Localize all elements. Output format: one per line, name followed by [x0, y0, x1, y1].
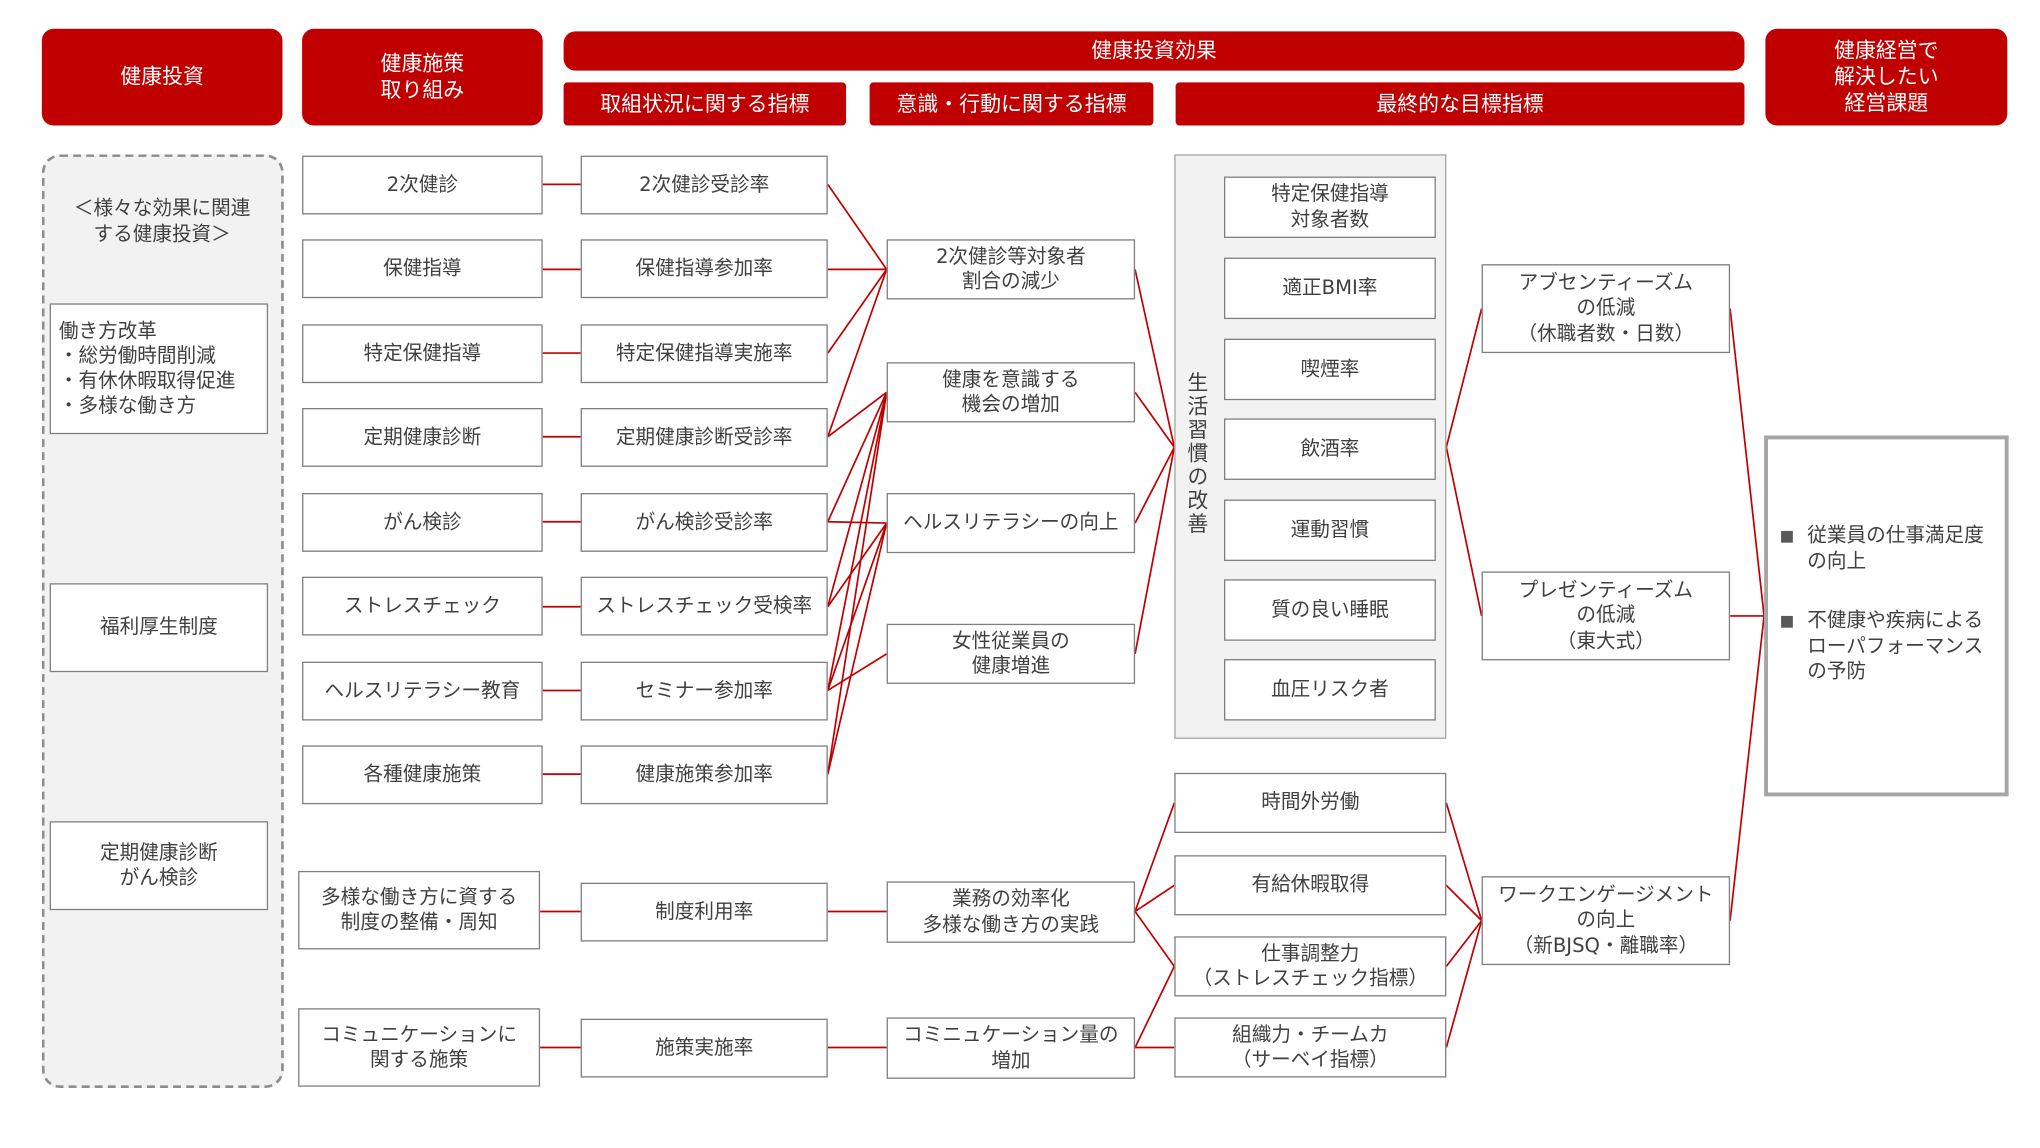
investment-work-style: 働き方改革 ・総労働時間削減 ・有休休暇取得促進 ・多様な働き方: [49, 303, 269, 435]
connector-line: [827, 183, 888, 270]
goal-work-engagement: ワークエンゲージメント の向上 （新BJSQ・離職率）: [1481, 876, 1731, 966]
lifestyle-label: 生活習慣の改善: [1183, 371, 1209, 537]
connector-line: [1445, 802, 1483, 921]
header-awareness-indicators: 意識・行動に関する指標: [869, 82, 1154, 126]
connector-line: [1445, 920, 1483, 967]
connector-line: [827, 520, 887, 524]
header-final-indicators: 最終的な目標指標: [1175, 82, 1745, 126]
connector-line: [1729, 308, 1765, 617]
work-team-strength: 組織力・チームカ （サーベイ指標）: [1174, 1017, 1447, 1078]
connector-line: [826, 522, 888, 775]
measure-health-guidance: 保健指導: [302, 239, 543, 299]
issue-text: 従業員の仕事満足度 の向上: [1807, 523, 1984, 573]
connector-line: [1445, 884, 1483, 922]
measure-specific-health-guidance: 特定保健指導: [302, 324, 543, 384]
management-issues-panel: [1764, 435, 2009, 797]
work-paid-leave: 有給休暇取得: [1174, 855, 1447, 916]
connector-line: [827, 391, 888, 523]
measure-secondary-checkup: 2次健診: [302, 155, 543, 215]
connector-line: [1729, 615, 1765, 921]
measure-health-literacy-education: ヘルスリテラシー教育: [302, 661, 543, 721]
awareness-target-reduction: 2次健診等対象者 割合の減少: [886, 239, 1136, 300]
lifestyle-drinking-rate: 飲酒率: [1224, 418, 1436, 480]
indicator-secondary-checkup-rate: 2次健診受診率: [580, 155, 828, 215]
awareness-female-health: 女性従業員の 健康増進: [886, 623, 1136, 684]
measure-flexible-work-system: 多様な働き方に資する 制度の整備・周知: [298, 870, 541, 950]
lifestyle-sleep-quality: 質の良い睡眠: [1224, 579, 1436, 641]
issue-job-satisfaction: 従業員の仕事満足度 の向上: [1778, 523, 2003, 574]
awareness-health-literacy: ヘルスリテラシーの向上: [886, 493, 1136, 554]
connector-line: [826, 522, 888, 691]
investment-welfare: 福利厚生制度: [49, 583, 269, 673]
indicator-stress-check-rate: ストレスチェック受検率: [580, 576, 828, 636]
measure-regular-checkup: 定期健康診断: [302, 408, 543, 467]
measure-communication: コミュニケーションに 関する施策: [298, 1008, 541, 1087]
connector-line: [1134, 391, 1176, 448]
indicator-guidance-participation-rate: 保健指導参加率: [580, 239, 828, 299]
issue-low-performance: 不健康や疾病による ローパフォーマンス の予防: [1778, 608, 2003, 685]
connector-line: [826, 392, 888, 691]
lifestyle-specific-guidance-count: 特定保健指導 対象者数: [1224, 176, 1436, 239]
measure-cancer-screening: がん検診: [302, 493, 543, 552]
header-management-issues: 健康経営で 解決したい 経営課題: [1765, 28, 2008, 126]
bullet-square-icon: [1781, 615, 1793, 628]
lifestyle-bmi-rate: 適正BMI率: [1224, 257, 1436, 320]
connector-line: [1134, 966, 1176, 1048]
connector-line: [1134, 269, 1176, 448]
connector-line: [827, 391, 888, 438]
bullet-square-icon: [1781, 530, 1793, 543]
lifestyle-exercise-habit: 運動習慣: [1224, 499, 1436, 562]
lifestyle-blood-pressure-risk: 血圧リスク者: [1224, 659, 1436, 721]
work-job-control: 仕事調整力 （ストレスチェック指標）: [1174, 936, 1447, 997]
connector-line: [1134, 446, 1176, 524]
connector-line: [1134, 910, 1176, 967]
connector-line: [1134, 884, 1175, 913]
awareness-health-opportunities: 健康を意識する 機会の増加: [886, 362, 1136, 423]
connector-line: [1445, 920, 1483, 1048]
measure-various-health-programs: 各種健康施策: [302, 745, 543, 805]
connector-line: [827, 522, 888, 608]
management-issues-list: 従業員の仕事満足度 の向上 不健康や疾病による ローパフォーマンス の予防: [1778, 523, 2003, 719]
work-overtime: 時間外労働: [1174, 772, 1447, 834]
connector-line: [1134, 447, 1176, 655]
indicator-seminar-participation-rate: セミナー参加率: [580, 661, 828, 721]
lifestyle-smoking-rate: 喫煙率: [1224, 338, 1436, 401]
indicator-implementation-rate: 施策実施率: [580, 1018, 828, 1078]
indicator-specific-guidance-rate: 特定保健指導実施率: [580, 324, 828, 384]
connector-line: [1445, 308, 1483, 448]
goal-absenteeism: アブセンティーズム の低減 （休職者数・日数）: [1481, 264, 1731, 354]
indicator-cancer-screening-rate: がん検診受診率: [580, 493, 828, 552]
measure-stress-check: ストレスチェック: [302, 576, 543, 636]
indicator-system-usage-rate: 制度利用率: [580, 882, 828, 942]
indicator-program-participation-rate: 健康施策参加率: [580, 745, 828, 805]
awareness-work-efficiency: 業務の効率化 多様な働き方の実践: [886, 881, 1136, 943]
connector-line: [826, 392, 888, 607]
header-effect: 健康投資効果: [563, 31, 1745, 71]
indicator-regular-checkup-rate: 定期健康診断受診率: [580, 408, 828, 467]
investment-checkups: 定期健康診断 がん検診: [49, 821, 269, 911]
awareness-communication: コミニュケーション量の 増加: [886, 1017, 1136, 1079]
connector-line: [826, 269, 888, 438]
connector-line: [827, 268, 888, 354]
header-measures: 健康施策 取り組み: [302, 28, 543, 126]
connector-line: [827, 653, 888, 692]
header-investment: 健康投資: [41, 28, 283, 126]
connector-line: [1134, 802, 1176, 912]
issue-text: 不健康や疾病による ローパフォーマンス の予防: [1807, 608, 1984, 683]
header-initiative-indicators: 取組状況に関する指標: [563, 82, 847, 126]
investment-panel-note: ＜様々な効果に関連 する健康投資＞: [73, 196, 251, 246]
connector-line: [1445, 447, 1483, 617]
goal-presenteeism: プレゼンティーズム の低減 （東大式）: [1481, 571, 1731, 661]
connector-line: [826, 392, 888, 775]
